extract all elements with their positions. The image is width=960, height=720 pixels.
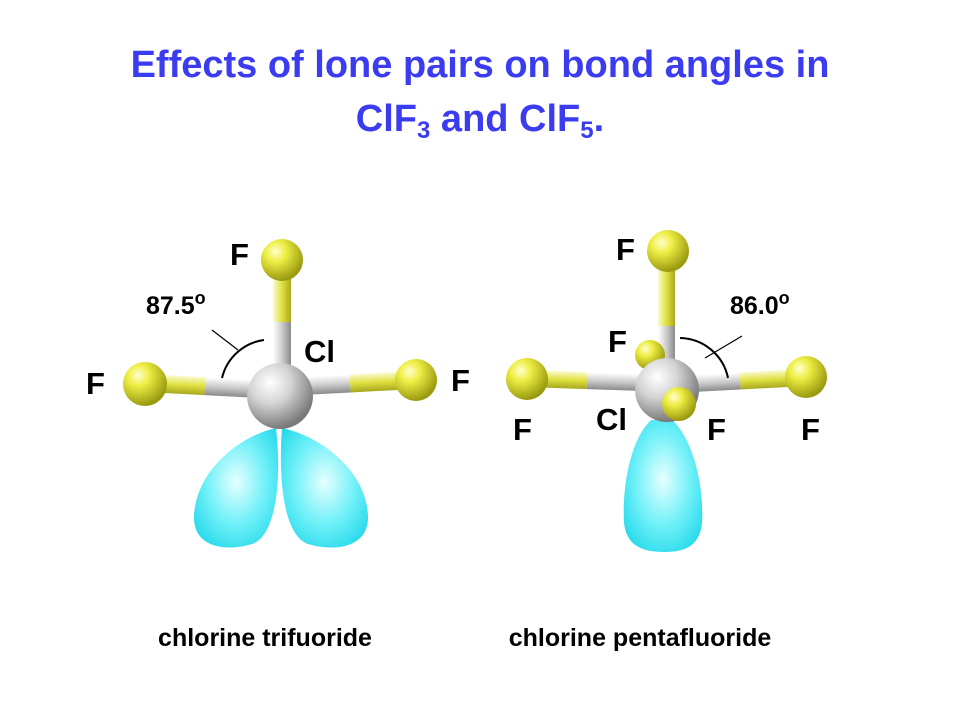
- clf3-fluorine-top: [261, 239, 303, 281]
- clf3-chlorine-center: [247, 363, 313, 429]
- clf5-label-center: Cl: [596, 402, 627, 437]
- clf5-fluorine-top: [647, 230, 689, 272]
- clf3-fluorine-right: [395, 359, 437, 401]
- clf5-lone-pair: [623, 420, 703, 552]
- clf5-label-front: F: [707, 412, 726, 447]
- clf3-fluorine-left: [123, 362, 167, 406]
- clf5-angle-leader: [704, 335, 743, 359]
- title-subscript-5: 5: [580, 117, 594, 144]
- page-title: Effects of lone pairs on bond angles in …: [0, 38, 960, 146]
- title-line-2: ClF3 and ClF5.: [0, 92, 960, 146]
- title-line-1: Effects of lone pairs on bond angles in: [130, 44, 830, 86]
- clf3-molecule: F F F Cl 87.5o: [86, 237, 470, 548]
- clf3-label-left: F: [86, 366, 105, 401]
- clf5-angle-degree: o: [779, 288, 790, 308]
- title-subscript-3: 3: [417, 117, 431, 144]
- clf3-lone-pair-left: [193, 428, 279, 548]
- clf3-angle-leader: [211, 329, 239, 351]
- clf3-angle-degree: o: [195, 288, 206, 308]
- clf5-label-right: F: [801, 412, 820, 447]
- clf5-fluorine-front: [662, 387, 696, 421]
- clf3-label-right: F: [451, 363, 470, 398]
- clf3-lone-pair-right: [280, 428, 369, 548]
- clf5-fluorine-right: [785, 356, 827, 398]
- clf3-angle-arc: [221, 339, 265, 379]
- clf3-label-top: F: [230, 237, 249, 272]
- clf3-label-center: Cl: [304, 334, 335, 369]
- title-period: .: [593, 98, 605, 140]
- clf3-angle-value: 87.5o: [146, 288, 206, 320]
- title-formula-clf3: ClF: [355, 98, 418, 140]
- clf5-molecule: F F F Cl F F 86.0o: [506, 230, 827, 552]
- clf5-angle-value: 86.0o: [730, 288, 790, 320]
- clf3-angle-number: 87.5: [146, 292, 195, 320]
- caption-clf3: chlorine trifuoride: [158, 624, 372, 652]
- caption-clf5: chlorine pentafluoride: [509, 624, 772, 652]
- clf5-fluorine-left: [506, 358, 548, 400]
- clf5-label-top: F: [616, 232, 635, 267]
- clf5-angle-arc: [679, 337, 729, 379]
- clf5-angle-number: 86.0: [730, 292, 779, 320]
- clf5-label-upper-mid: F: [608, 324, 627, 359]
- title-formula-clf5: and ClF: [430, 98, 581, 140]
- clf5-label-left: F: [513, 412, 532, 447]
